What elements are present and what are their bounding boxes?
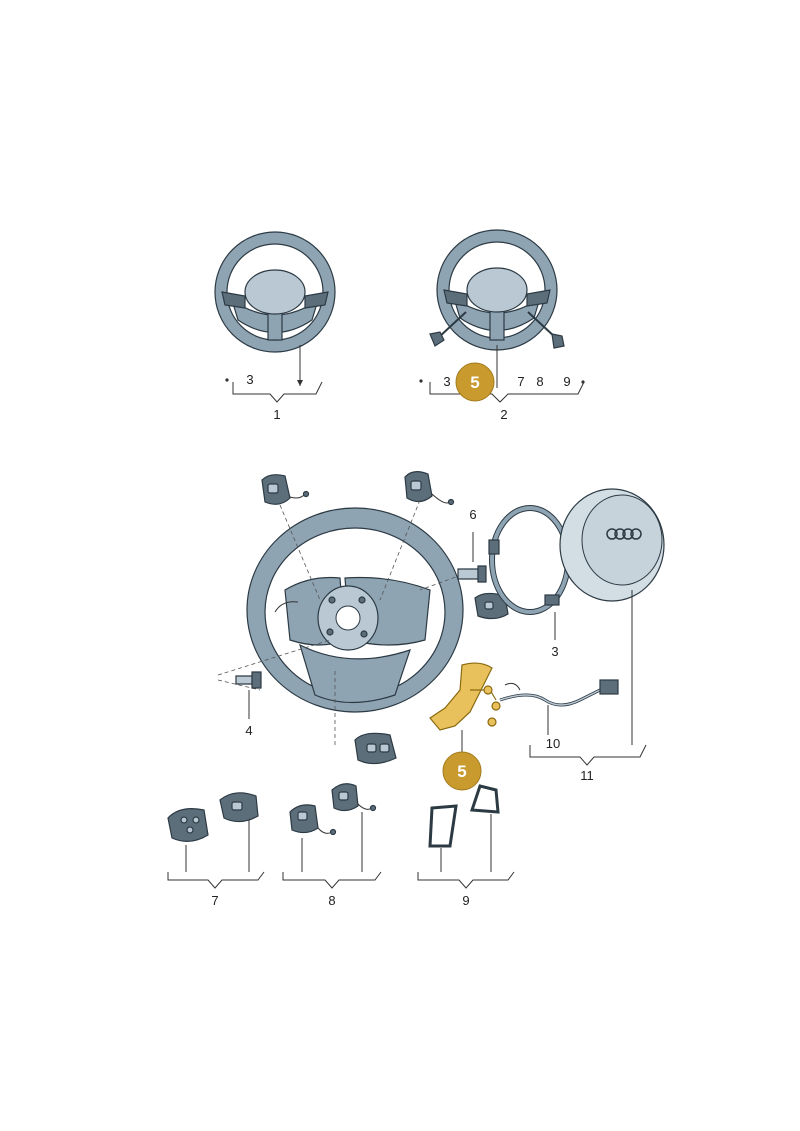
steering-wheel-basic[interactable] bbox=[214, 231, 336, 353]
trim-frame-9a[interactable] bbox=[428, 804, 458, 848]
button-module-upper-left[interactable] bbox=[261, 474, 310, 505]
group2-ref3-label: 3 bbox=[443, 374, 450, 389]
badge-top-label: 5 bbox=[470, 373, 479, 392]
screw-number: 6 bbox=[469, 507, 476, 522]
group11-bracket bbox=[529, 744, 647, 766]
button-module-8b[interactable] bbox=[331, 783, 377, 812]
contact-ring[interactable] bbox=[488, 505, 571, 615]
group9-bracket bbox=[417, 871, 515, 889]
badge-top[interactable]: 5 bbox=[455, 362, 495, 402]
airbag-number: 11 bbox=[580, 768, 594, 783]
screw-part[interactable] bbox=[457, 565, 487, 583]
button-module-7b[interactable] bbox=[219, 792, 259, 823]
group7-number: 7 bbox=[211, 893, 218, 908]
group2-number: 2 bbox=[500, 407, 507, 422]
group8-bracket bbox=[282, 871, 382, 889]
group2-ref9-label: 9 bbox=[563, 374, 570, 389]
bolt-part[interactable] bbox=[235, 671, 262, 689]
group9-number: 9 bbox=[462, 893, 469, 908]
button-module-right[interactable] bbox=[474, 592, 509, 620]
steering-wheel-paddles[interactable] bbox=[429, 229, 565, 351]
group1-ref-label: 3 bbox=[246, 372, 253, 387]
button-module-8a[interactable] bbox=[289, 804, 337, 836]
wiring-harness-cable[interactable] bbox=[499, 679, 619, 707]
group7-bracket bbox=[167, 871, 265, 889]
group1-number: 1 bbox=[273, 407, 280, 422]
group2-ref7-label: 7 bbox=[517, 374, 524, 389]
wiring-harness-highlighted[interactable] bbox=[429, 662, 501, 731]
badge-middle[interactable]: 5 bbox=[442, 751, 482, 791]
button-module-upper-right[interactable] bbox=[404, 471, 455, 506]
group2-ref8-label: 8 bbox=[536, 374, 543, 389]
trim-frame-9b[interactable] bbox=[469, 784, 500, 814]
badge-middle-label: 5 bbox=[457, 762, 466, 781]
harness-number: 10 bbox=[546, 736, 560, 751]
group2-bracket bbox=[419, 345, 585, 403]
bolt-number: 4 bbox=[245, 723, 252, 738]
airbag-module[interactable] bbox=[559, 488, 665, 602]
group8-number: 8 bbox=[328, 893, 335, 908]
four-rings-logo-icon bbox=[606, 528, 642, 540]
ring-number: 3 bbox=[551, 644, 558, 659]
steering-wheel-exploded[interactable] bbox=[246, 507, 464, 713]
button-module-7a[interactable] bbox=[167, 808, 209, 842]
group1-bracket bbox=[225, 345, 323, 403]
button-module-lower[interactable] bbox=[354, 732, 397, 765]
